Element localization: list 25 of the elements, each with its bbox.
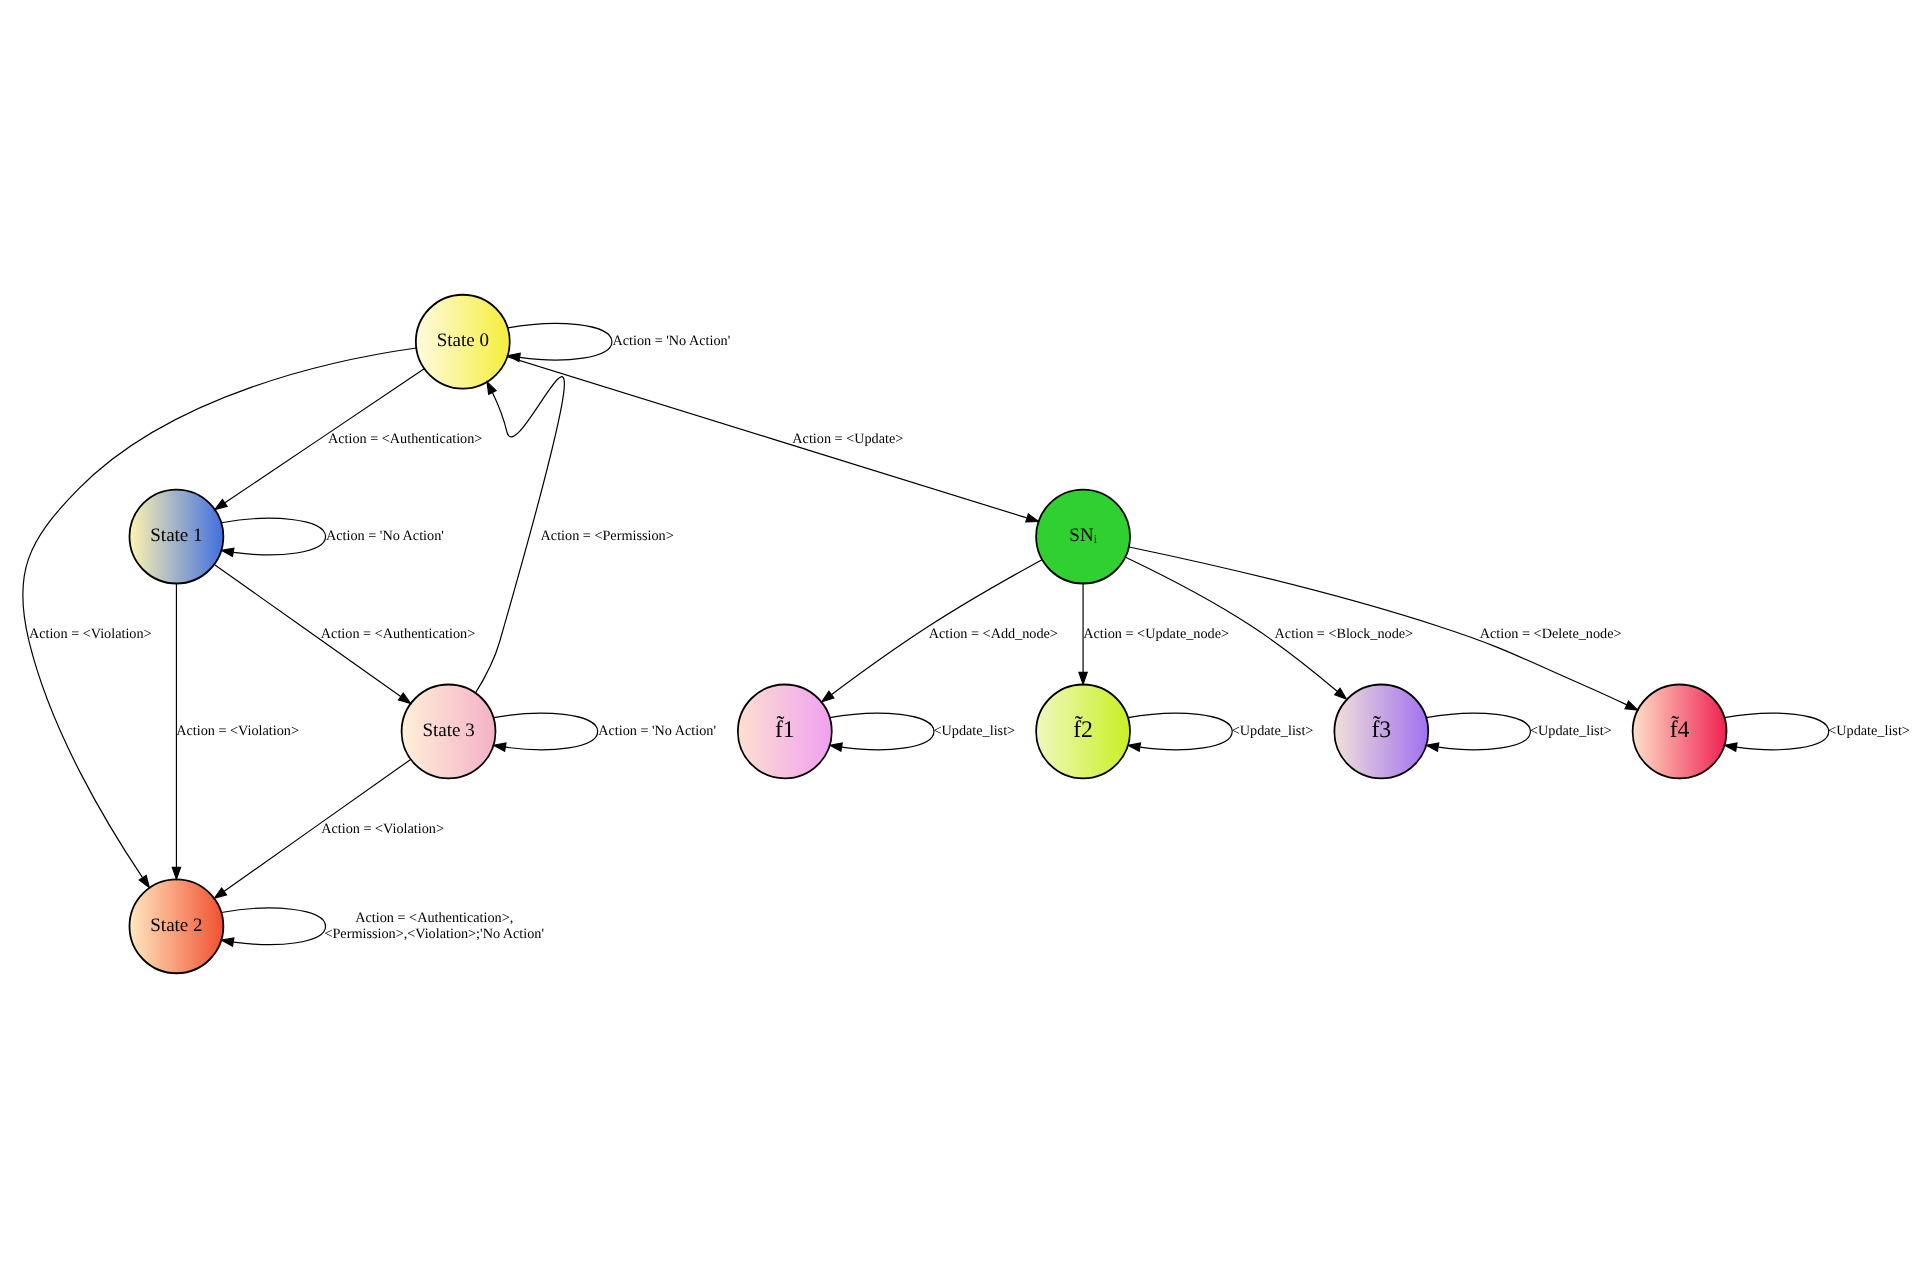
node-circle: f̃4 — [1631, 682, 1728, 779]
arrow — [828, 711, 935, 752]
node-circle: State 1 — [128, 487, 225, 584]
arrow — [820, 558, 1043, 702]
node-circle: f̃2 — [1035, 682, 1131, 779]
arrow — [1126, 711, 1233, 752]
node-circle: SNᵢ — [1035, 487, 1131, 584]
arrow — [474, 376, 565, 693]
node-circle: State 0 — [414, 292, 511, 389]
node-circle: State 2 — [128, 877, 225, 974]
arrow — [219, 906, 327, 947]
node-circle: State 3 — [400, 682, 497, 779]
arrow — [22, 346, 417, 889]
arrow — [491, 711, 599, 752]
arrow — [212, 757, 412, 899]
arrow — [1125, 555, 1348, 700]
arrow — [1078, 582, 1089, 685]
arrow — [1722, 711, 1830, 752]
arrow — [213, 562, 413, 704]
arrow — [219, 516, 327, 557]
arrow — [1424, 711, 1532, 752]
arrow — [506, 355, 1041, 522]
arrow — [171, 582, 182, 881]
arrow — [213, 367, 425, 510]
arrow — [1128, 545, 1640, 710]
